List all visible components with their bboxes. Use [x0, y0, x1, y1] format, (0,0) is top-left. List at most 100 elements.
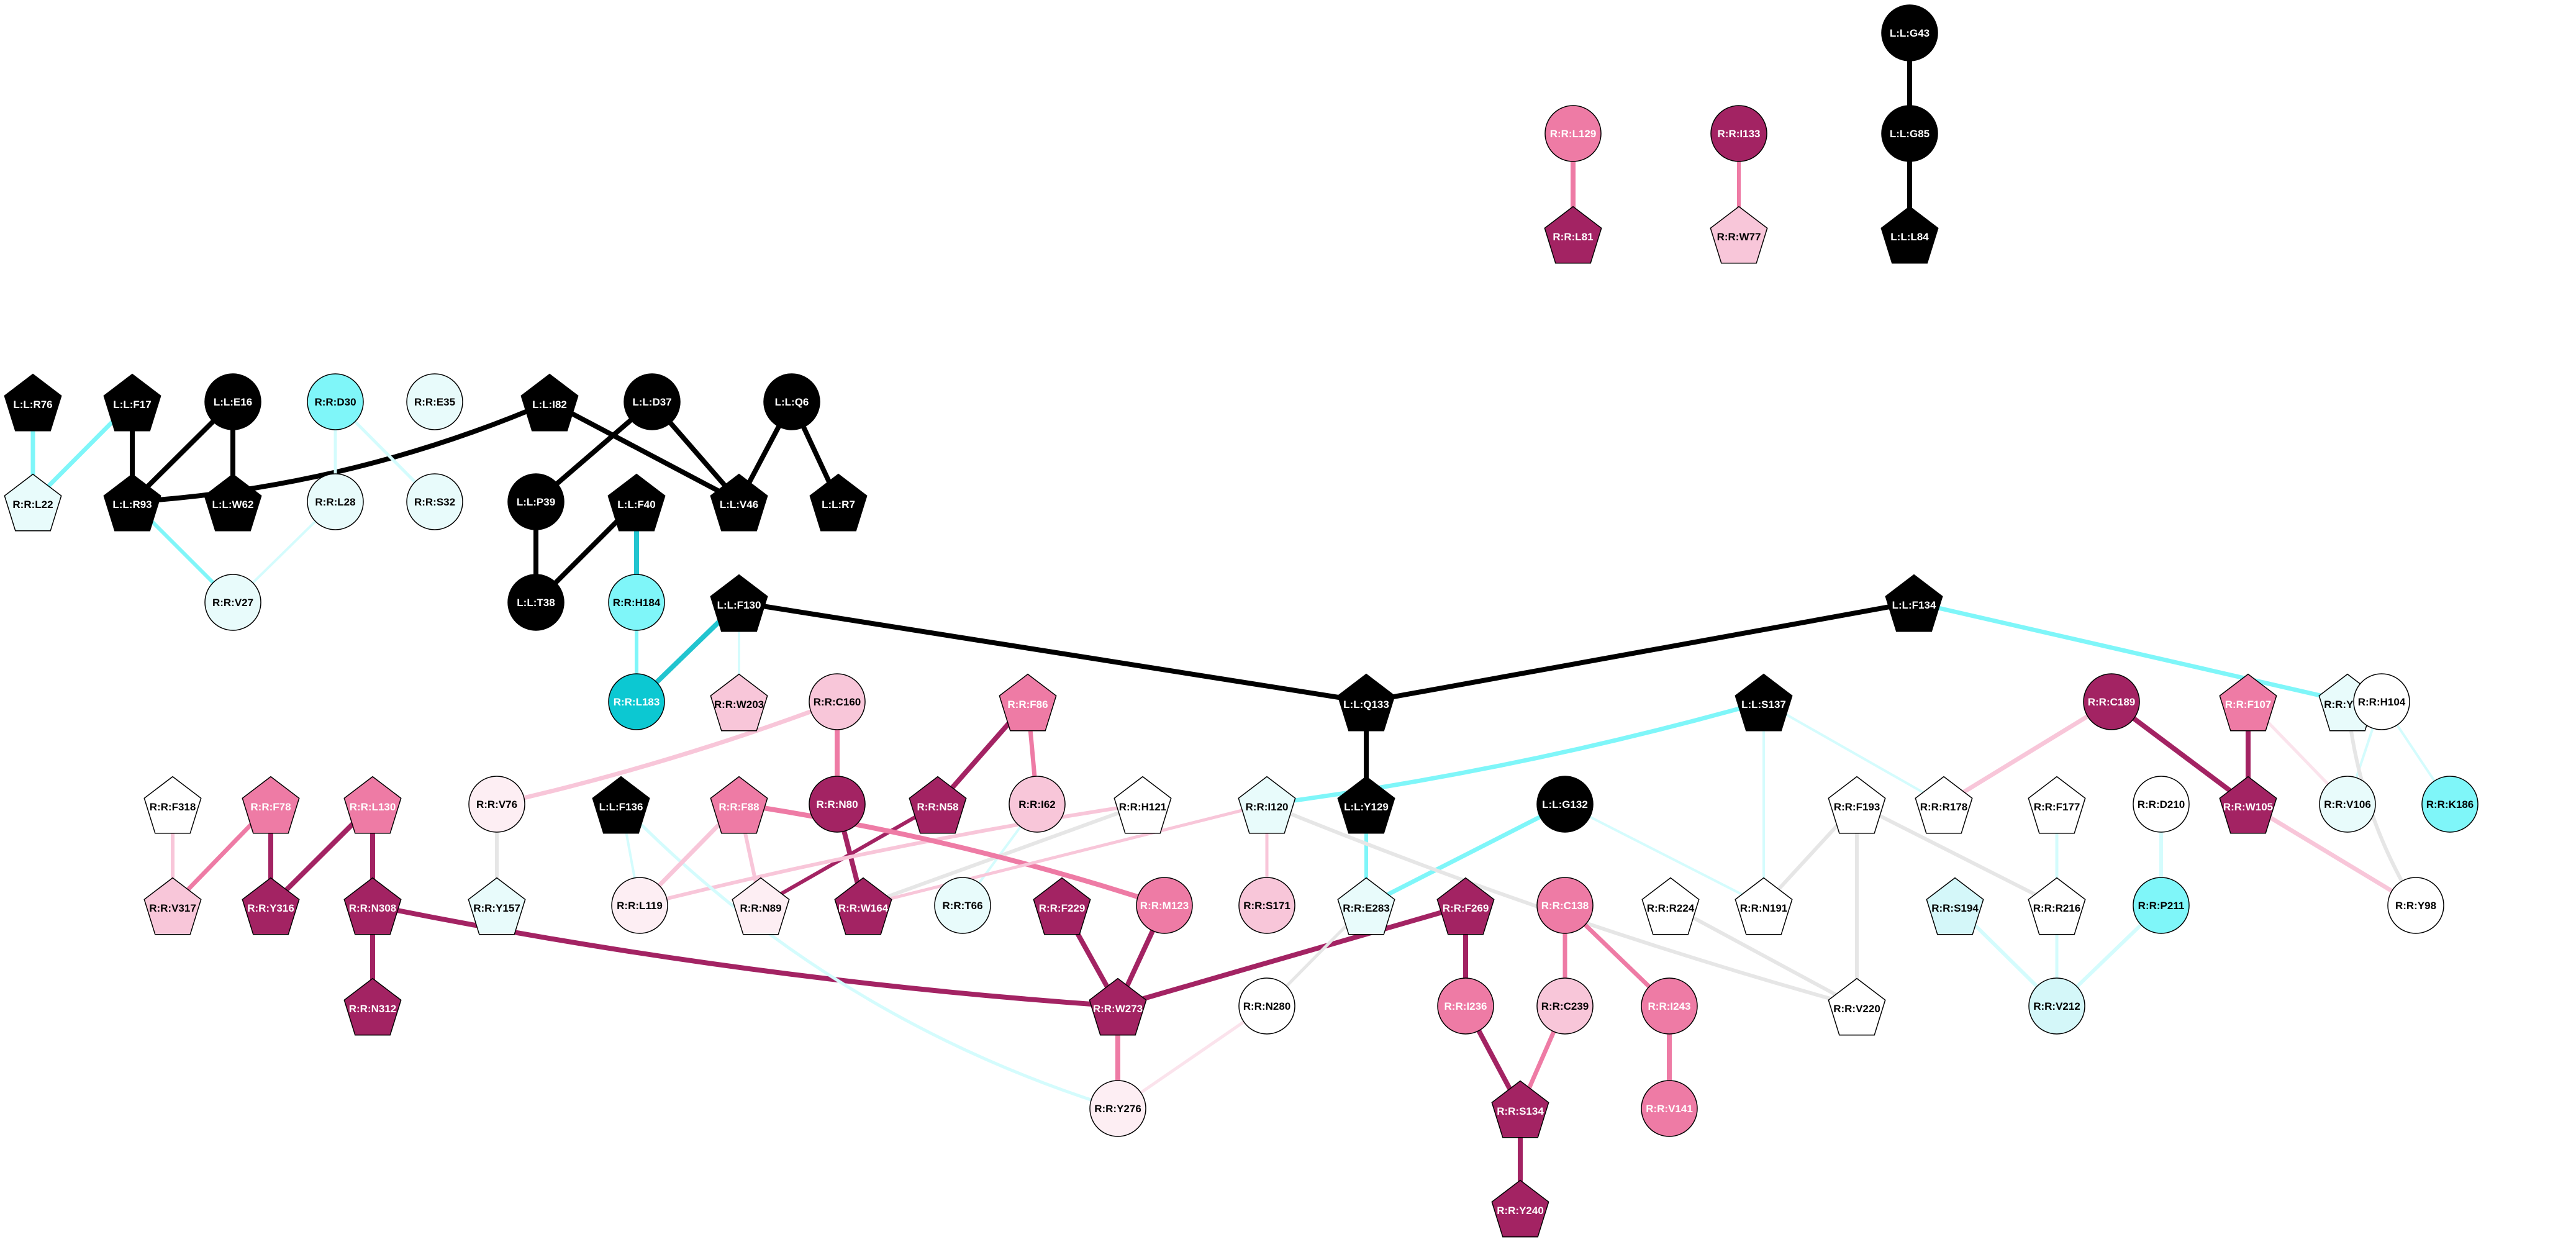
edge-l-l-s137-to-r-r-i120	[1264, 699, 1766, 807]
node-r-r-f86[interactable]: R:R:F86	[999, 673, 1057, 732]
node-r-r-d30[interactable]: R:R:D30	[307, 373, 364, 430]
node-r-r-i243[interactable]: R:R:I243	[1641, 977, 1698, 1035]
pentagon-node-shape	[710, 673, 768, 732]
node-r-r-f229[interactable]: R:R:F229	[1033, 877, 1091, 935]
node-r-r-c160[interactable]: R:R:C160	[809, 673, 866, 730]
node-label: R:R:H184	[613, 597, 661, 609]
node-r-r-y157[interactable]: R:R:Y157	[468, 877, 526, 935]
node-r-r-v106[interactable]: R:R:V106	[2319, 776, 2376, 833]
node-r-r-l81[interactable]: R:R:L81	[1544, 206, 1602, 264]
node-r-r-n312[interactable]: R:R:N312	[343, 977, 402, 1036]
node-l-l-i82[interactable]: L:L:I82	[520, 373, 579, 432]
node-r-r-i120[interactable]: R:R:I120	[1238, 776, 1296, 834]
node-r-r-p211[interactable]: R:R:P211	[2133, 877, 2190, 934]
node-r-r-f193[interactable]: R:R:F193	[1828, 776, 1886, 834]
node-r-r-l183[interactable]: R:R:L183	[608, 673, 665, 730]
node-r-r-f318[interactable]: R:R:F318	[143, 776, 202, 834]
node-l-l-g43[interactable]: L:L:G43	[1881, 4, 1938, 61]
node-r-r-e283[interactable]: R:R:E283	[1337, 877, 1395, 935]
node-label: L:L:F134	[1892, 599, 1936, 611]
node-r-r-n191[interactable]: R:R:N191	[1735, 877, 1793, 935]
node-r-r-i133[interactable]: R:R:I133	[1710, 105, 1767, 162]
node-r-r-v141[interactable]: R:R:V141	[1641, 1080, 1698, 1137]
node-l-l-l84[interactable]: L:L:L84	[1880, 206, 1939, 264]
node-r-r-l130[interactable]: R:R:L130	[343, 776, 402, 834]
node-r-r-d210[interactable]: R:R:D210	[2133, 776, 2190, 833]
pentagon-node-shape	[1544, 206, 1602, 264]
node-l-l-f40[interactable]: L:L:F40	[607, 473, 666, 532]
node-r-r-f78[interactable]: R:R:F78	[242, 776, 300, 834]
node-r-r-w203[interactable]: R:R:W203	[710, 673, 768, 732]
node-r-r-v220[interactable]: R:R:V220	[1828, 977, 1886, 1036]
node-r-r-v27[interactable]: R:R:V27	[204, 574, 261, 631]
node-l-l-t38[interactable]: L:L:T38	[507, 574, 565, 631]
node-l-l-r93[interactable]: L:L:R93	[103, 473, 161, 532]
node-l-l-e16[interactable]: L:L:E16	[204, 373, 261, 430]
node-l-l-f134[interactable]: L:L:F134	[1885, 574, 1943, 632]
node-l-l-s137[interactable]: L:L:S137	[1735, 673, 1793, 732]
node-l-l-f130[interactable]: L:L:F130	[710, 574, 768, 632]
node-r-r-c189[interactable]: R:R:C189	[2083, 673, 2140, 730]
node-r-r-m123[interactable]: R:R:M123	[1136, 877, 1193, 934]
node-r-r-s194[interactable]: R:R:S194	[1926, 877, 1984, 935]
node-label: R:R:W203	[714, 699, 764, 710]
node-r-r-v76[interactable]: R:R:V76	[468, 776, 525, 833]
node-r-r-k186[interactable]: R:R:K186	[2421, 776, 2478, 833]
node-r-r-v317[interactable]: R:R:V317	[143, 877, 202, 935]
node-r-r-i236[interactable]: R:R:I236	[1437, 977, 1494, 1035]
node-r-r-t66[interactable]: R:R:T66	[934, 877, 991, 934]
node-r-r-h121[interactable]: R:R:H121	[1113, 776, 1172, 834]
node-r-r-w273[interactable]: R:R:W273	[1089, 977, 1147, 1036]
node-r-r-r216[interactable]: R:R:R216	[2028, 877, 2086, 935]
node-r-r-c239[interactable]: R:R:C239	[1536, 977, 1594, 1035]
node-r-r-f269[interactable]: R:R:F269	[1436, 877, 1495, 935]
node-r-r-e35[interactable]: R:R:E35	[406, 373, 463, 430]
node-r-r-n308[interactable]: R:R:N308	[343, 877, 402, 935]
node-r-r-y276[interactable]: R:R:Y276	[1089, 1080, 1146, 1137]
node-r-r-n80[interactable]: R:R:N80	[809, 776, 866, 833]
node-r-r-n280[interactable]: R:R:N280	[1238, 977, 1295, 1035]
node-r-r-i62[interactable]: R:R:I62	[1009, 776, 1066, 833]
node-r-r-v212[interactable]: R:R:V212	[2028, 977, 2085, 1035]
node-label: L:L:L84	[1890, 231, 1929, 243]
node-l-l-g85[interactable]: L:L:G85	[1881, 105, 1938, 162]
node-r-r-y98[interactable]: R:R:Y98	[2387, 877, 2444, 934]
node-r-r-r178[interactable]: R:R:R178	[1915, 776, 1973, 834]
node-r-r-f88[interactable]: R:R:F88	[710, 776, 768, 834]
node-r-r-h184[interactable]: R:R:H184	[608, 574, 665, 631]
node-r-r-s171[interactable]: R:R:S171	[1238, 877, 1295, 934]
node-l-l-p39[interactable]: L:L:P39	[507, 473, 565, 530]
node-r-r-l28[interactable]: R:R:L28	[307, 473, 364, 530]
node-r-r-y240[interactable]: R:R:Y240	[1491, 1179, 1549, 1238]
node-l-l-w62[interactable]: L:L:W62	[204, 473, 262, 532]
circle-node-shape	[809, 673, 866, 730]
node-r-r-r224[interactable]: R:R:R224	[1641, 877, 1700, 935]
node-l-l-y129[interactable]: L:L:Y129	[1337, 776, 1395, 834]
node-l-l-d37[interactable]: L:L:D37	[624, 373, 681, 430]
pentagon-node-shape	[1113, 776, 1172, 834]
node-r-r-l129[interactable]: R:R:L129	[1544, 105, 1602, 162]
node-l-l-r76[interactable]: L:L:R76	[4, 373, 62, 432]
node-r-r-s32[interactable]: R:R:S32	[406, 473, 463, 530]
node-r-r-h104[interactable]: R:R:H104	[2353, 673, 2410, 730]
node-r-r-y316[interactable]: R:R:Y316	[242, 877, 300, 935]
node-r-r-l22[interactable]: R:R:L22	[4, 473, 62, 532]
node-label: R:R:I243	[1648, 1000, 1691, 1012]
node-r-r-n89[interactable]: R:R:N89	[732, 877, 790, 935]
node-r-r-l119[interactable]: R:R:L119	[611, 877, 668, 934]
node-l-l-v46[interactable]: L:L:V46	[710, 473, 768, 532]
node-r-r-c138[interactable]: R:R:C138	[1536, 877, 1594, 934]
node-r-r-f107[interactable]: R:R:F107	[2219, 673, 2277, 732]
node-r-r-s134[interactable]: R:R:S134	[1491, 1080, 1549, 1138]
node-r-r-w164[interactable]: R:R:W164	[834, 877, 892, 935]
node-l-l-q6[interactable]: L:L:Q6	[763, 373, 820, 430]
node-l-l-g132[interactable]: L:L:G132	[1536, 776, 1594, 833]
node-r-r-w77[interactable]: R:R:W77	[1710, 206, 1768, 264]
node-r-r-w105[interactable]: R:R:W105	[2219, 776, 2277, 834]
node-l-l-f136[interactable]: L:L:F136	[592, 776, 650, 834]
node-l-l-f17[interactable]: L:L:F17	[103, 373, 161, 432]
node-l-l-r7[interactable]: L:L:R7	[809, 473, 868, 532]
node-r-r-f177[interactable]: R:R:F177	[2028, 776, 2086, 834]
node-r-r-n58[interactable]: R:R:N58	[909, 776, 967, 834]
node-l-l-q133[interactable]: L:L:Q133	[1337, 673, 1395, 732]
